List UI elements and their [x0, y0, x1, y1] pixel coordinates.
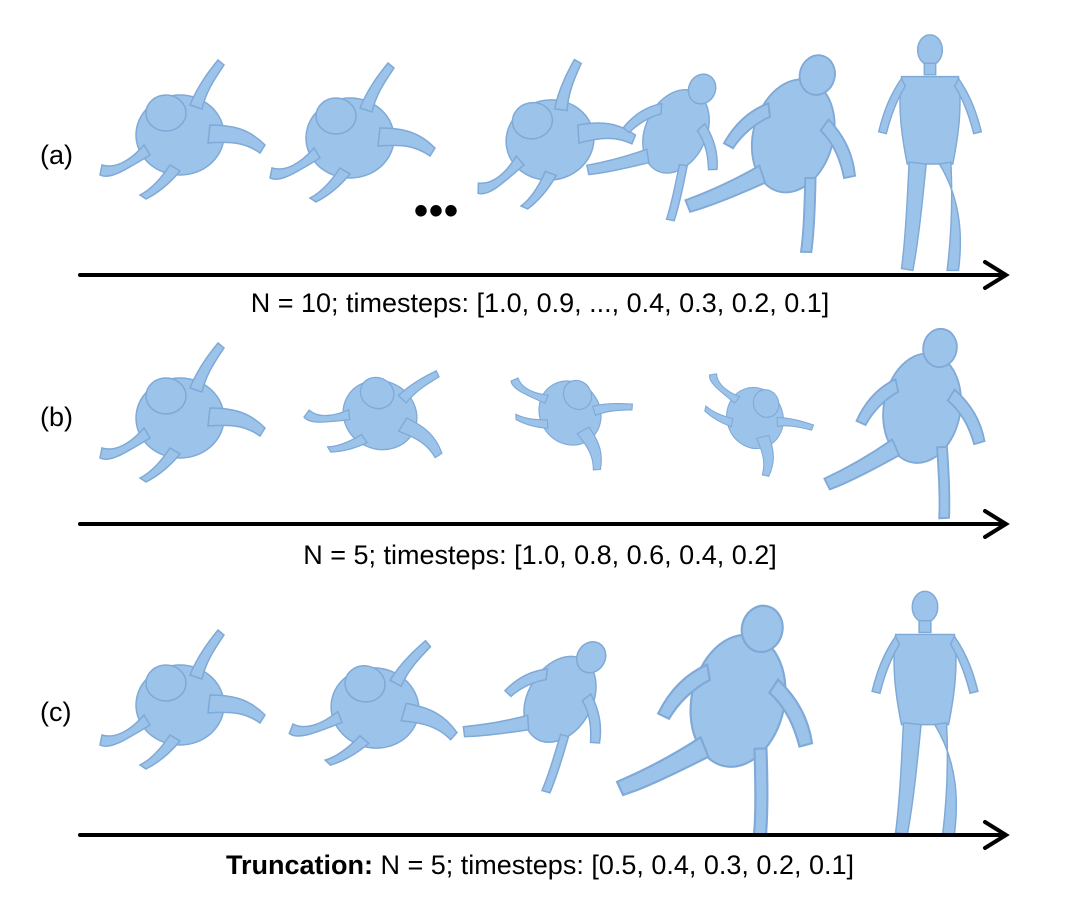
- pose-c-2: [284, 619, 473, 787]
- caption-a-text: N = 10; timesteps: [1.0, 0.9, ..., 0.4, …: [250, 288, 830, 318]
- row-label-c: (c): [40, 697, 72, 727]
- pose-c-3: [454, 604, 644, 805]
- pose-c-4: [611, 582, 840, 844]
- caption-c-text: N = 5; timesteps: [0.5, 0.4, 0.3, 0.2, 0…: [372, 850, 855, 880]
- pose-b-4: [693, 346, 826, 490]
- pose-b-2: [294, 327, 474, 496]
- pose-a-3: [457, 50, 646, 218]
- pose-a-6: [877, 34, 983, 272]
- caption-c-prefix: Truncation:: [225, 850, 373, 880]
- row-label-a: (a): [40, 140, 73, 170]
- caption-c: Truncation: N = 5; timesteps: [0.5, 0.4,…: [0, 849, 1080, 881]
- caption-a: N = 10; timesteps: [1.0, 0.9, ..., 0.4, …: [0, 287, 1080, 319]
- caption-b: N = 5; timesteps: [1.0, 0.8, 0.6, 0.4, 0…: [0, 539, 1080, 571]
- ellipsis-marker: •••: [414, 189, 460, 233]
- pose-a-2: [269, 62, 436, 203]
- pose-b-3: [495, 331, 654, 494]
- pose-a-1: [99, 59, 266, 200]
- row-label-b: (b): [40, 402, 73, 432]
- pose-b-5: [820, 312, 1004, 525]
- caption-b-text: N = 5; timesteps: [1.0, 0.8, 0.6, 0.4, 0…: [303, 540, 777, 570]
- pose-c-5: [871, 590, 979, 836]
- pose-b-1: [99, 342, 266, 483]
- pose-c-1: [99, 629, 266, 770]
